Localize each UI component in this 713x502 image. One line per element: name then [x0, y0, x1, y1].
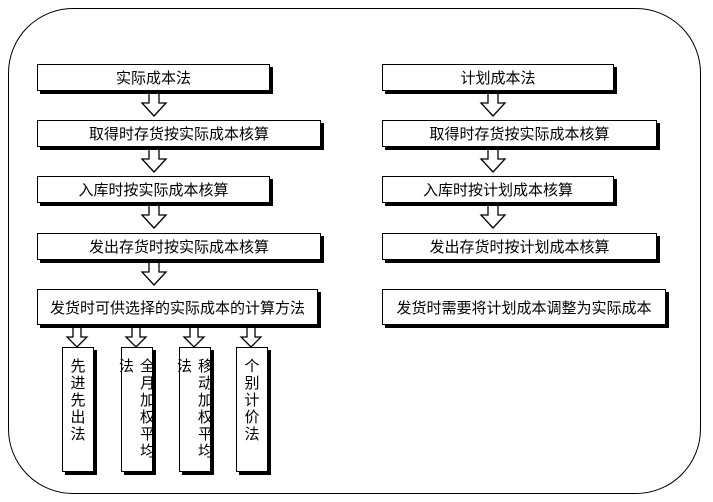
- right-step-3-label: 入库时按计划成本核算: [422, 181, 573, 199]
- arrow-method-1: [65, 324, 89, 348]
- method-4-label: 个别计价法: [242, 358, 261, 443]
- method-1-label: 先进先出法: [68, 358, 87, 443]
- left-step-2: 取得时存货按实际成本核算: [37, 120, 321, 147]
- right-step-4: 发出存货时按计划成本核算: [382, 233, 657, 260]
- left-step-2-label: 取得时存货按实际成本核算: [88, 125, 269, 143]
- arrow-method-2: [124, 324, 148, 348]
- method-2-label: 全月加权平均法: [117, 358, 156, 460]
- method-box-1: 先进先出法: [62, 347, 94, 472]
- left-step-5-label: 发货时可供选择的实际成本的计算方法: [49, 298, 305, 317]
- left-step-1: 实际成本法: [37, 64, 270, 91]
- arrow-left-2: [140, 146, 168, 173]
- right-step-5-label: 发货时需要将计划成本调整为实际成本: [396, 298, 652, 317]
- right-step-3: 入库时按计划成本核算: [382, 176, 614, 203]
- method-3-label: 移动加权平均法: [175, 358, 214, 460]
- arrow-left-1: [140, 90, 168, 117]
- method-box-3: 移动加权平均法: [175, 347, 214, 472]
- right-step-5: 发货时需要将计划成本调整为实际成本: [382, 289, 666, 325]
- left-step-4-label: 发出存货时按实际成本核算: [88, 238, 269, 256]
- arrow-left-3: [140, 202, 168, 229]
- left-step-4: 发出存货时按实际成本核算: [37, 233, 321, 260]
- method-box-4: 个别计价法: [236, 347, 268, 472]
- arrow-left-4: [140, 259, 168, 286]
- method-box-2: 全月加权平均法: [117, 347, 156, 472]
- arrow-right-3: [479, 202, 507, 229]
- arrow-method-4: [239, 324, 263, 348]
- right-step-2-label: 取得时存货按实际成本核算: [429, 125, 610, 143]
- arrow-method-3: [182, 324, 206, 348]
- left-step-3-label: 入库时按实际成本核算: [78, 181, 229, 199]
- left-step-5: 发货时可供选择的实际成本的计算方法: [37, 289, 318, 325]
- arrow-right-2: [479, 146, 507, 173]
- outer-frame: [8, 8, 701, 494]
- right-step-2: 取得时存货按实际成本核算: [382, 120, 657, 147]
- left-step-3: 入库时按实际成本核算: [37, 176, 270, 203]
- right-step-1-label: 计划成本法: [460, 69, 536, 87]
- right-step-1: 计划成本法: [382, 64, 614, 91]
- arrow-right-1: [479, 90, 507, 117]
- right-step-4-label: 发出存货时按计划成本核算: [429, 238, 610, 256]
- left-step-1-label: 实际成本法: [115, 69, 191, 87]
